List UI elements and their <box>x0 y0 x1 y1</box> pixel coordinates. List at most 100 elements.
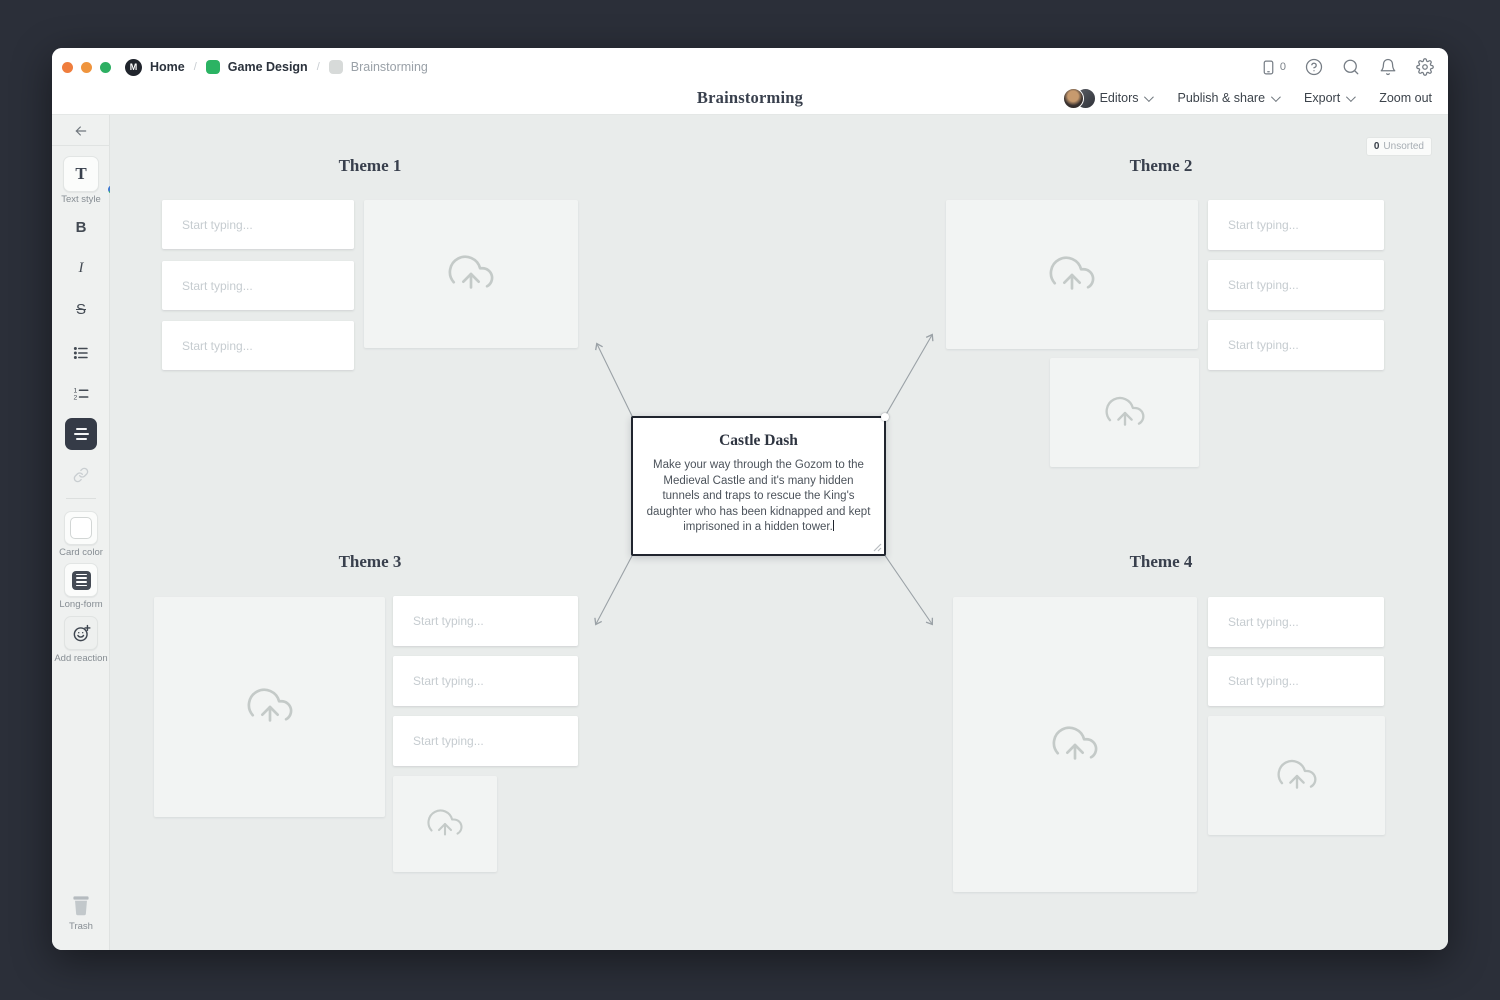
text-style-icon: T <box>75 164 87 183</box>
arrow-to-theme-1 <box>595 342 634 419</box>
text-style-button[interactable]: T <box>52 156 117 194</box>
board-icon-gray <box>328 60 343 74</box>
arrow-to-theme-4 <box>883 553 934 626</box>
note-card[interactable]: Start typing... <box>1208 260 1384 310</box>
collapse-toolbar-button[interactable] <box>52 123 110 139</box>
trash-button[interactable] <box>52 891 110 917</box>
theme-2-title[interactable]: Theme 2 <box>1129 156 1193 175</box>
long-form-document-icon <box>71 570 91 590</box>
note-placeholder: Start typing... <box>413 614 484 628</box>
export-label: Export <box>1304 91 1341 105</box>
upload-cloud-icon <box>247 688 292 722</box>
note-card[interactable]: Start typing... <box>1208 597 1384 647</box>
note-card[interactable]: Start typing... <box>162 321 354 370</box>
image-upload-card[interactable] <box>1208 716 1385 835</box>
settings-icon[interactable] <box>1416 58 1434 76</box>
long-form-button[interactable] <box>52 563 110 597</box>
unsorted-label: Unsorted <box>1383 141 1424 152</box>
chevron-down-icon <box>1346 91 1357 102</box>
image-upload-card[interactable] <box>154 597 385 817</box>
chevron-down-icon <box>1144 91 1155 102</box>
castle-dash-body: Make your way through the Gozom to the M… <box>646 459 871 533</box>
castle-dash-card[interactable]: Castle Dash Make your way through the Go… <box>631 413 889 556</box>
note-card[interactable]: Start typing... <box>1208 320 1384 370</box>
image-upload-card[interactable] <box>953 597 1197 892</box>
note-card[interactable]: Start typing... <box>393 596 578 646</box>
close-window-button[interactable] <box>62 61 73 73</box>
breadcrumb-home[interactable]: M Home <box>125 58 185 76</box>
note-card[interactable]: Start typing... <box>162 200 354 249</box>
note-card[interactable]: Start typing... <box>1208 200 1384 250</box>
arrow-to-theme-2 <box>883 333 934 419</box>
search-icon[interactable] <box>1342 58 1360 76</box>
breadcrumb: M Home / Game Design / Brainstorming <box>125 58 428 76</box>
editors-label: Editors <box>1099 91 1139 105</box>
page-title: Brainstorming <box>696 88 804 107</box>
zoom-out-button[interactable]: Zoom out <box>1379 91 1432 105</box>
theme-4-title[interactable]: Theme 4 <box>1129 552 1193 571</box>
link-button-disabled[interactable] <box>52 467 110 483</box>
theme-3-title[interactable]: Theme 3 <box>338 552 402 571</box>
connector-node[interactable] <box>881 413 889 421</box>
image-upload-card[interactable] <box>364 200 578 348</box>
bold-button[interactable]: B <box>52 219 110 236</box>
minimize-window-button[interactable] <box>81 61 92 73</box>
upload-cloud-icon <box>427 809 463 836</box>
note-card[interactable]: Start typing... <box>393 716 578 766</box>
header: M Home / Game Design / Brainstorming 0 <box>52 48 1448 115</box>
upload-cloud-icon <box>1277 759 1316 789</box>
bullet-list-button[interactable] <box>52 344 110 362</box>
text-card-tool-selected[interactable] <box>52 418 110 450</box>
publish-share-menu[interactable]: Publish & share <box>1177 91 1281 105</box>
svg-text:1: 1 <box>74 388 78 395</box>
bullet-list-icon <box>73 347 88 359</box>
card-color-button[interactable] <box>52 511 110 545</box>
zoom-out-label: Zoom out <box>1379 91 1432 105</box>
upload-cloud-icon <box>1105 396 1144 426</box>
device-icon[interactable]: 0 <box>1260 59 1286 76</box>
image-upload-card[interactable] <box>393 776 497 872</box>
note-placeholder: Start typing... <box>1228 218 1299 232</box>
note-placeholder: Start typing... <box>413 674 484 688</box>
image-upload-card[interactable] <box>946 200 1198 349</box>
strikethrough-button[interactable]: S <box>52 301 110 318</box>
note-card[interactable]: Start typing... <box>393 656 578 706</box>
add-reaction-label: Add reaction <box>54 653 108 664</box>
note-placeholder: Start typing... <box>1228 615 1299 629</box>
breadcrumb-separator: / <box>316 61 320 73</box>
note-placeholder: Start typing... <box>182 217 253 232</box>
strikethrough-icon: S <box>75 301 86 318</box>
zoom-window-button[interactable] <box>100 61 111 73</box>
help-icon[interactable] <box>1305 58 1323 76</box>
text-caret <box>832 520 834 531</box>
arrow-to-theme-3 <box>594 553 634 626</box>
italic-button[interactable]: I <box>52 260 110 277</box>
editors-menu[interactable]: Editors <box>1062 87 1155 109</box>
breadcrumb-game-design[interactable]: Game Design <box>205 60 308 74</box>
add-reaction-button[interactable] <box>52 616 110 650</box>
castle-dash-title: Castle Dash <box>719 432 798 449</box>
note-placeholder: Start typing... <box>182 278 253 293</box>
window-controls <box>62 61 111 73</box>
notifications-icon[interactable] <box>1379 58 1397 76</box>
resize-handle[interactable] <box>872 542 882 552</box>
breadcrumb-brainstorming-label: Brainstorming <box>350 60 428 74</box>
note-card[interactable]: Start typing... <box>1208 656 1384 706</box>
note-card[interactable]: Start typing... <box>162 261 354 310</box>
theme-1-title[interactable]: Theme 1 <box>338 156 402 175</box>
export-menu[interactable]: Export <box>1304 91 1357 105</box>
trash-label: Trash <box>69 921 93 932</box>
editor-avatars <box>1062 87 1096 109</box>
unsorted-count: 0 <box>1373 141 1380 152</box>
italic-icon: I <box>78 260 84 276</box>
milanote-logo-icon: M <box>125 58 142 76</box>
text-card-icon <box>65 418 97 450</box>
trash-icon <box>73 896 89 916</box>
breadcrumb-brainstorming[interactable]: Brainstorming <box>328 60 428 74</box>
image-upload-card[interactable] <box>1050 358 1199 467</box>
note-placeholder: Start typing... <box>1228 338 1299 352</box>
